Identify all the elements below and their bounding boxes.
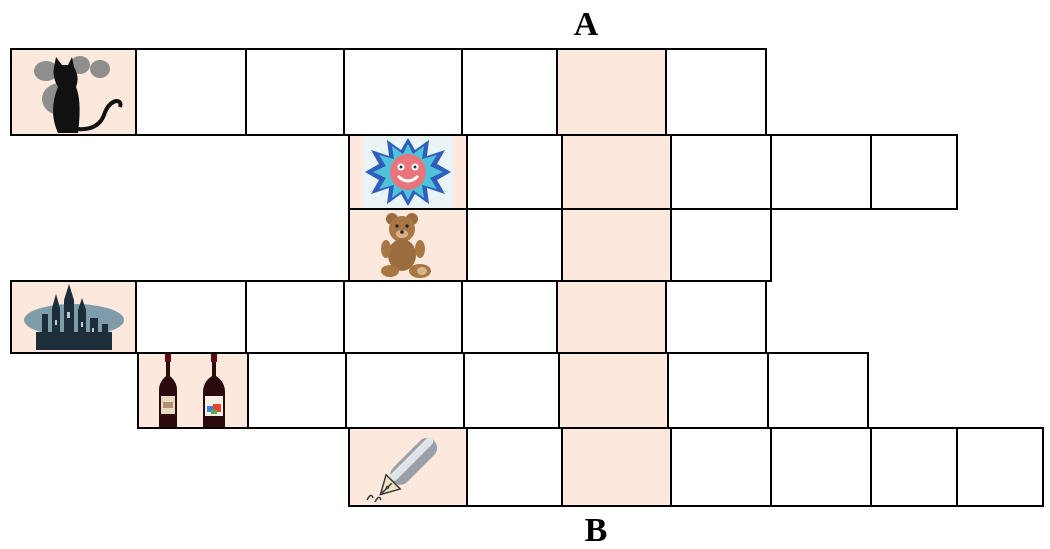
grid-cell[interactable] [665, 280, 767, 354]
grid-cell[interactable] [466, 208, 563, 282]
grid-cell[interactable] [670, 427, 772, 507]
grid-cell[interactable] [670, 134, 772, 210]
grid-cell[interactable] [466, 427, 563, 507]
grid-cell[interactable] [770, 427, 872, 507]
picture-cell[interactable] [10, 48, 137, 136]
grid-cell[interactable] [870, 134, 958, 210]
grid-row-2 [348, 134, 956, 210]
grid-cell[interactable] [343, 280, 463, 354]
grid-row-1 [10, 48, 765, 136]
label-a: A [566, 8, 606, 42]
picture-cell[interactable] [10, 280, 137, 354]
grid-cell[interactable] [461, 280, 558, 354]
grid-cell[interactable] [345, 352, 465, 429]
grid-cell[interactable] [466, 134, 563, 210]
grid-cell[interactable] [767, 352, 869, 429]
picture-cell[interactable] [348, 208, 468, 282]
grid-cell[interactable] [670, 208, 772, 282]
grid-cell[interactable] [245, 48, 345, 136]
grid-cell[interactable] [135, 280, 247, 354]
highlighted-cell[interactable] [556, 280, 667, 354]
grid-row-3 [348, 208, 770, 282]
grid-cell[interactable] [770, 134, 872, 210]
grid-row-6 [348, 427, 1042, 507]
grid-cell[interactable] [247, 352, 347, 429]
highlighted-cell[interactable] [561, 208, 672, 282]
grid-cell[interactable] [245, 280, 345, 354]
highlighted-cell[interactable] [561, 134, 672, 210]
grid-cell[interactable] [463, 352, 560, 429]
grid-row-4 [10, 280, 765, 354]
grid-cell[interactable] [956, 427, 1044, 507]
picture-cell[interactable] [348, 134, 468, 210]
label-b: B [576, 514, 616, 548]
picture-cell[interactable] [348, 427, 468, 507]
picture-cell[interactable] [137, 352, 249, 429]
grid-cell[interactable] [665, 48, 767, 136]
grid-cell[interactable] [461, 48, 558, 136]
grid-cell[interactable] [135, 48, 247, 136]
highlighted-cell[interactable] [561, 427, 672, 507]
grid-cell[interactable] [870, 427, 958, 507]
grid-row-5 [137, 352, 867, 429]
grid-cell[interactable] [343, 48, 463, 136]
highlighted-cell[interactable] [556, 48, 667, 136]
highlighted-cell[interactable] [558, 352, 669, 429]
grid-cell[interactable] [667, 352, 769, 429]
